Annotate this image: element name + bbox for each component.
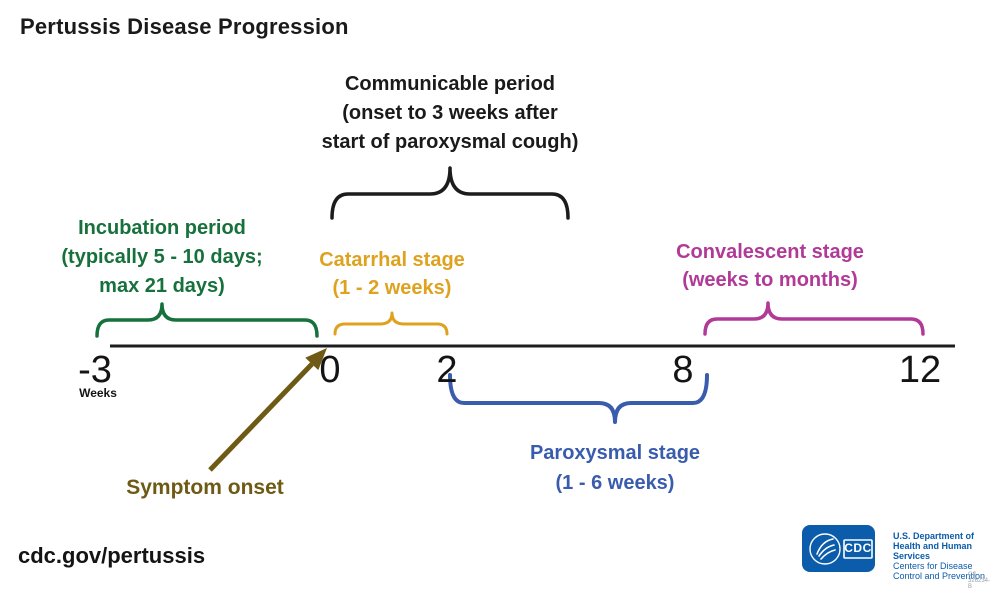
hhs-eagle-icon <box>816 538 836 560</box>
hhs-text-block: U.S. Department of Health and Human Serv… <box>893 531 1000 581</box>
hhs-dept-line-1: U.S. Department of <box>893 531 975 541</box>
cdc-acronym-box <box>843 539 873 559</box>
tick-label-12: 12 <box>898 349 942 391</box>
convalescent-stage-brace <box>703 301 925 336</box>
convalescent-line-1: Convalescent stage <box>676 241 864 263</box>
cdc-org-line-1: Centers for Disease <box>893 561 973 571</box>
document-code: CS 326234-B <box>967 572 991 590</box>
paroxysmal-stage-label: Paroxysmal stage (1 - 6 weeks) <box>530 438 700 498</box>
communicable-line-2: (onset to 3 weeks after <box>342 102 558 124</box>
communicable-line-1: Communicable period <box>344 73 556 95</box>
cdc-org-line-2: Control and Prevention <box>893 571 986 581</box>
symptom-onset-label: Symptom onset <box>126 476 284 499</box>
hhs-emblem-ring <box>809 533 841 565</box>
communicable-period-brace <box>330 166 570 220</box>
catarrhal-line-1: Catarrhal stage <box>319 249 465 271</box>
paroxysmal-stage-brace <box>448 373 709 424</box>
hhs-dept-line-2: Health and Human Services <box>893 541 973 561</box>
cdc-acronym-text: CDC <box>844 541 872 555</box>
paroxysmal-line-2: (1 - 6 weeks) <box>555 472 675 494</box>
communicable-line-3: start of paroxysmal cough) <box>321 131 579 153</box>
convalescent-line-2: (weeks to months) <box>682 269 858 291</box>
incubation-line-3: max 21 days) <box>99 275 225 297</box>
cdc-url-text: cdc.gov/pertussis <box>18 543 206 568</box>
tick-label-8: 8 <box>672 349 694 391</box>
tick-label-minus3: -3 <box>78 349 112 391</box>
catarrhal-stage-brace <box>333 311 449 336</box>
catarrhal-stage-label: Catarrhal stage (1 - 2 weeks) <box>319 246 465 302</box>
communicable-period-label: Communicable period (onset to 3 weeks af… <box>322 70 579 157</box>
tick-label-0: 0 <box>319 349 341 391</box>
incubation-line-2: (typically 5 - 10 days; <box>61 246 263 268</box>
cdc-hhs-logo <box>802 525 875 572</box>
paroxysmal-line-1: Paroxysmal stage <box>529 442 701 464</box>
incubation-line-1: Incubation period <box>78 217 246 239</box>
convalescent-stage-label: Convalescent stage (weeks to months) <box>676 238 864 294</box>
symptom-onset-arrow-icon <box>208 348 327 472</box>
tick-label-2: 2 <box>436 349 458 391</box>
incubation-period-brace <box>95 302 319 338</box>
page-title: Pertussis Disease Progression <box>20 14 349 39</box>
cdc-logo-background <box>802 525 875 572</box>
axis-unit-label: Weeks <box>79 386 117 400</box>
catarrhal-line-2: (1 - 2 weeks) <box>332 277 452 299</box>
incubation-period-label: Incubation period (typically 5 - 10 days… <box>61 214 262 301</box>
